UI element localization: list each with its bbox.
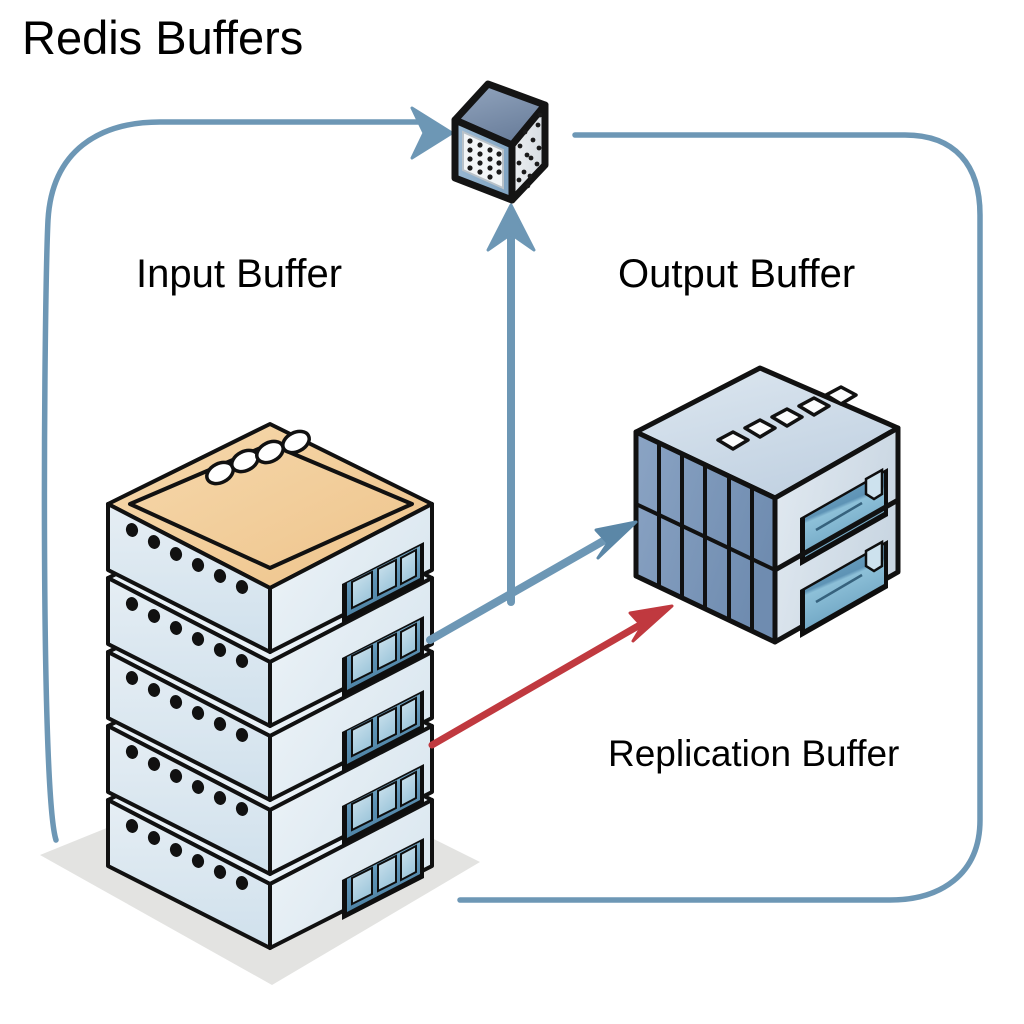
top-face-diamonds <box>716 385 858 451</box>
loop-to-client-arrow <box>410 106 454 160</box>
client-feedback-loop <box>41 119 983 903</box>
drive-bay-circles <box>205 429 311 486</box>
right-face-speckles <box>516 112 543 189</box>
vent-grid-panel <box>462 130 504 190</box>
left-face-grid <box>635 443 776 631</box>
output-buffer-label: Output Buffer <box>618 252 856 296</box>
replication-arrow <box>428 604 674 749</box>
replication-buffer-label: Replication Buffer <box>608 733 900 774</box>
input-to-output-arrow <box>426 520 638 644</box>
output-to-client-arrow <box>486 203 536 606</box>
page-title: Redis Buffers <box>22 11 304 64</box>
input-buffer-label: Input Buffer <box>136 252 343 296</box>
server-layer-top <box>106 422 434 654</box>
drawer-panels <box>773 467 900 638</box>
